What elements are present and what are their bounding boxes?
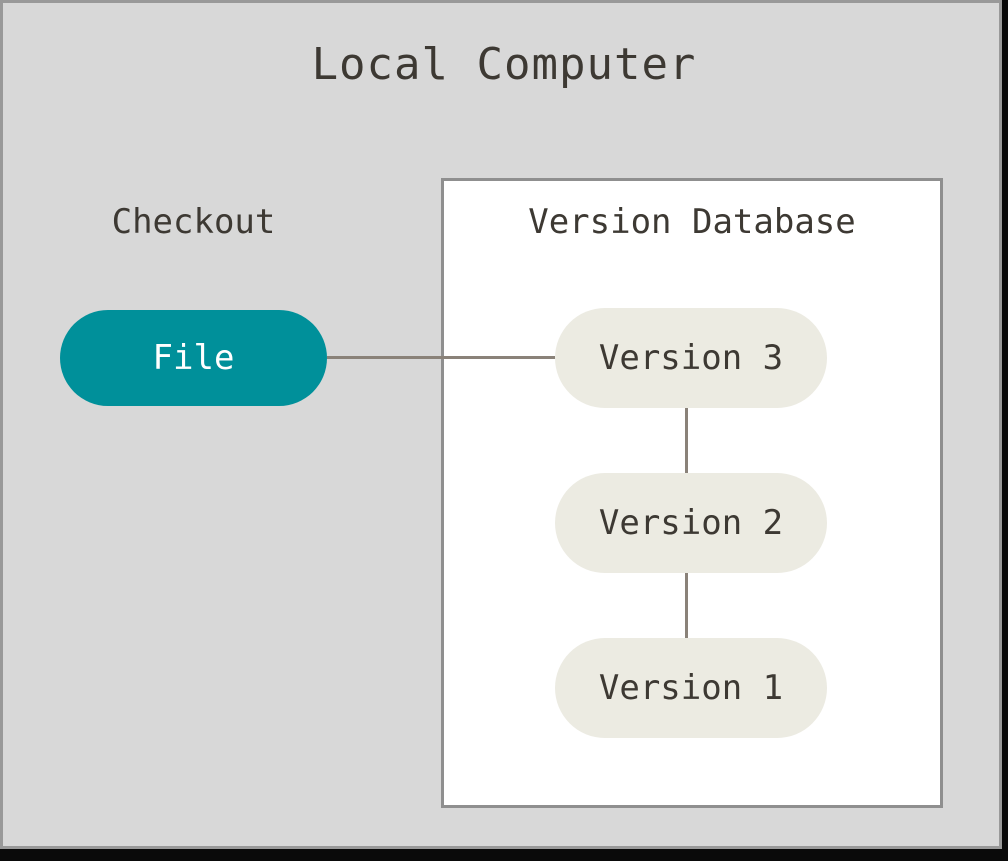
connector-version3-to-version2 bbox=[685, 408, 688, 473]
version-3-node: Version 3 bbox=[555, 308, 827, 408]
checkout-label: Checkout bbox=[111, 202, 276, 242]
version-1-node: Version 1 bbox=[555, 638, 827, 738]
file-node: File bbox=[60, 310, 327, 406]
version-database-title: Version Database bbox=[528, 202, 856, 242]
version-2-node: Version 2 bbox=[555, 473, 827, 573]
connector-version2-to-version1 bbox=[685, 573, 688, 638]
local-computer-title: Local Computer bbox=[311, 39, 697, 90]
connector-file-to-version3 bbox=[327, 356, 555, 359]
